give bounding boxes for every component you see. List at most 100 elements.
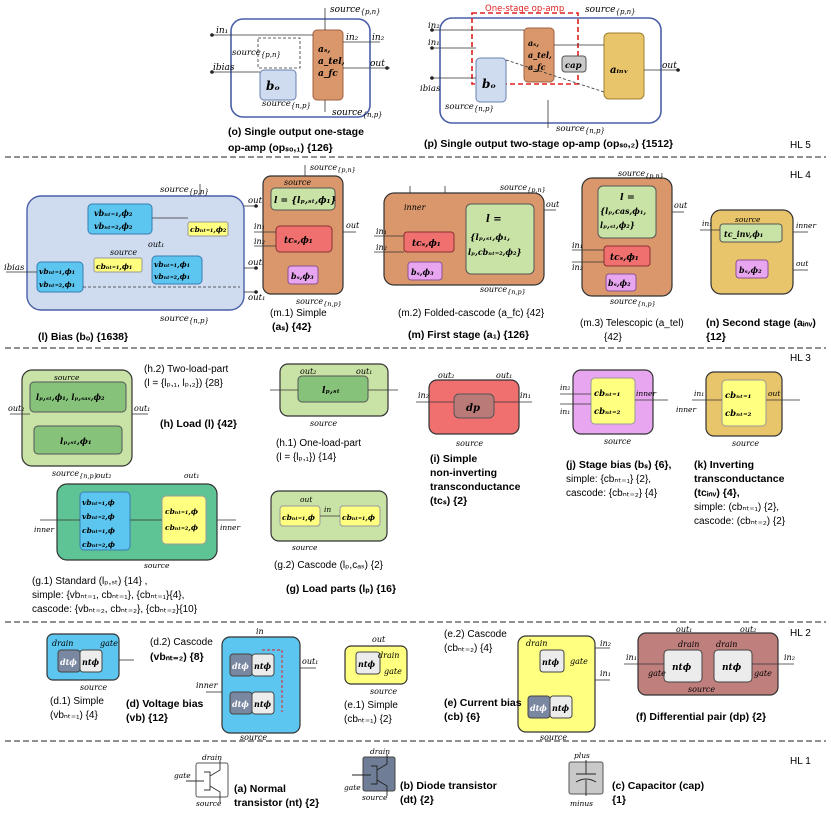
- caption-d1-1: (d.1) Simple: [50, 696, 104, 707]
- src-b: source: [362, 793, 388, 802]
- gate-b: gate: [344, 783, 361, 792]
- src-g2: source: [292, 543, 318, 552]
- src-i: source: [456, 439, 483, 448]
- bs-n: bₛ,ϕ₂: [739, 265, 762, 275]
- diode-transistor: gate drain source: [344, 747, 396, 802]
- dt-d2-a: dtϕ: [232, 661, 249, 671]
- st-cb-2: cbₙₜ₌₂,ϕ: [165, 523, 198, 532]
- caption-a-2: transistor (nt) {2}: [234, 797, 319, 809]
- first-stage-telescopic: l = {lₚ,cas,ϕ₁, lₚ,ₛₜ,ϕ₂} tcₛ,ϕ₁ bₛ,ϕ₂ i…: [572, 169, 688, 308]
- l-fc-2: {lₚ,ₛₜ,ϕ₁,: [470, 233, 510, 243]
- st-vb-4: cbₙₜ₌₂,ϕ: [82, 540, 115, 549]
- caption-f: (f) Differential pair (dp) {2}: [636, 711, 766, 723]
- src-pn-m2: source{p,n}: [500, 183, 546, 194]
- inner-g1-l: inner: [34, 525, 54, 534]
- nt-d2-b: ntϕ: [254, 699, 272, 709]
- src-np-h2: source{n,p}: [52, 469, 98, 480]
- voltage-bias-simple: dtϕ ntϕ drain gate source: [46, 633, 134, 692]
- caption-i-3: transconductance: [430, 481, 521, 493]
- tcs-m1: tcₛ,ϕ₁: [284, 236, 313, 246]
- out-g2: out: [300, 495, 313, 504]
- in1-p: in₁: [428, 38, 440, 48]
- ibias-p: ibias: [420, 84, 441, 94]
- drain-e2: drain: [526, 639, 547, 648]
- l-tel-1: l =: [620, 192, 635, 203]
- caption-d-sub: (vb) {12}: [126, 712, 168, 724]
- caption-i-4: (tcₛ) {2}: [430, 495, 467, 507]
- op-amp-two-stage: One-stage op-amp bₒ aₛ, a_tel, a_fc cap …: [420, 4, 680, 135]
- lp-two: lₚ,ₛₜ,ϕ₁, lₚ,ₛₐₛ,ϕ₂: [36, 392, 105, 402]
- caption-m3-1: (m.3) Telescopic (a_tel): [580, 318, 684, 329]
- outn-l: outₙ: [248, 196, 266, 206]
- out-k: out: [768, 389, 781, 398]
- gate-f-r: gate: [754, 669, 772, 678]
- hl2-label: HL 2: [790, 628, 811, 639]
- bias-block: vbₙₜ₌₁,ϕ₂ vbₙₜ₌₂,ϕ₂ cbₙₜ₌₁,ϕ₂ cbₙₜ₌₁,ϕ₁ …: [4, 184, 267, 325]
- lp-st-h2: lₚ,ₛₜ,ϕ₁: [60, 437, 92, 447]
- l-eq-m1: l = {lₚ,ₛₜ,ϕ₁}: [274, 196, 336, 206]
- src-g1: source: [144, 561, 170, 570]
- caption-m1-1: (m.1) Simple: [270, 308, 327, 319]
- gate-d1: gate: [100, 639, 118, 648]
- differential-pair: ntϕ ntϕ in₁ in₂ gate gate drain drain ou…: [624, 625, 795, 696]
- out-e1: out: [372, 635, 386, 644]
- src-pn-l: source{p,n}: [160, 185, 209, 196]
- out1-h1: out₁: [356, 367, 372, 376]
- in1-label: in₁: [216, 26, 228, 36]
- src-d2: source: [240, 733, 267, 742]
- in1-e2: in₁: [600, 669, 611, 678]
- caption-c-2: {1}: [612, 794, 626, 806]
- out-m1: out: [346, 221, 360, 230]
- first-stage-simple: l = {lₚ,ₛₜ,ϕ₁} tcₛ,ϕ₁ bₛ,ϕ₃ in₁ in₂ out …: [254, 163, 360, 308]
- caption-b-1: (b) Diode transistor: [400, 780, 497, 792]
- out2-h2: out₂: [8, 404, 24, 413]
- src-np-m3: source{n,p}: [610, 297, 656, 308]
- vb-right-2: vbₙₜ₌₂,ϕ₁: [154, 272, 190, 281]
- caption-n-1: (n) Second stage (aᵢₙᵥ): [706, 317, 816, 329]
- caption-o-2: op-amp (opₛₒ,₁) {126}: [228, 142, 333, 154]
- op-amp-one-stage: bₒ aₛ, a_tel, a_fc in₁ in₂ in₂ out ibias…: [210, 5, 390, 119]
- caption-g1-3: cascode: {vbₙₜ₌₂, cbₙₜ₌₂}, {cbₙₜ₌₂}{10}: [32, 604, 198, 615]
- bo-label-p: bₒ: [482, 77, 496, 91]
- cb-top: cbₙₜ₌₁,ϕ₂: [190, 225, 227, 234]
- voltage-bias-cascode: dtϕ ntϕ dtϕ ntϕ in out₁ inner source: [196, 627, 318, 742]
- caption-j-1: (j) Stage bias (bₛ) {6},: [566, 459, 672, 471]
- minus-c: minus: [570, 799, 593, 808]
- out1-l: out₁: [248, 293, 265, 303]
- l-tel-3: lₚ,ₛₜ,ϕ₂}: [600, 220, 635, 230]
- drain-d1: drain: [52, 639, 73, 648]
- lp-st-h1: lₚ,ₛₜ: [322, 386, 340, 396]
- vb-left-2: vbₙₜ₌₂,ϕ₁: [39, 280, 75, 289]
- nt-f-1: ntϕ: [672, 663, 692, 673]
- st-cb-1: cbₙₜ₌₁,ϕ: [165, 507, 198, 516]
- caption-j-3: cascode: {cbₙₜ₌₂} {4}: [566, 488, 658, 499]
- hl4-label: HL 4: [790, 170, 811, 181]
- out2-g1: out₂: [96, 471, 111, 480]
- source-l-in: source: [110, 248, 137, 257]
- inner-d2: inner: [196, 681, 219, 690]
- src-e1: source: [370, 687, 397, 696]
- caption-d1-2: (vbₙₜ₌₁) {4}: [50, 710, 98, 721]
- src-pn-m1: source{p,n}: [310, 163, 356, 174]
- caption-g1-2: simple: {vbₙₜ₌₁, cbₙₜ₌₁}, {cbₙₜ₌₁}{4},: [32, 590, 184, 601]
- caption-h2-2: (l = {lₚ,₁, lₚ,₂}) {28}: [144, 378, 224, 389]
- src-j: source: [604, 437, 631, 446]
- in1-m1: in₁: [254, 222, 265, 231]
- vb-top-2: vbₙₜ₌₂,ϕ₂: [94, 221, 133, 231]
- in2-f: in₂: [784, 653, 795, 662]
- src-a: source: [196, 799, 222, 808]
- src-d1: source: [80, 683, 107, 692]
- caption-e1-1: (e.1) Simple: [344, 700, 398, 711]
- as-p-1: aₛ,: [528, 38, 539, 48]
- inner-n: inner: [796, 221, 816, 230]
- hl5-label: HL 5: [790, 140, 811, 151]
- caption-e: (e) Current bias: [444, 697, 522, 709]
- cas-cb-1: cbₙₜ₌₁,ϕ: [282, 513, 315, 522]
- caption-g2: (g.2) Cascode (lₚ,cₐₛ) {2}: [274, 560, 384, 571]
- src-np-l: source{n,p}: [160, 314, 209, 325]
- as-p-2: a_tel,: [528, 50, 552, 60]
- out-p: out: [662, 61, 677, 71]
- dt-d1: dtϕ: [60, 657, 77, 667]
- caption-d2-1: (d.2) Cascode: [150, 637, 213, 648]
- nt-d1: ntϕ: [82, 657, 100, 667]
